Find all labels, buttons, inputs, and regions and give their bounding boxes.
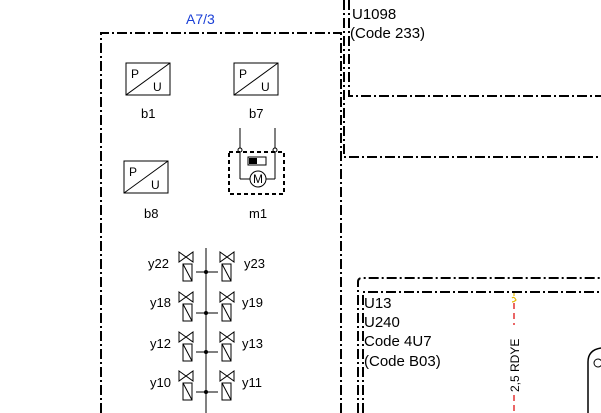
sensor-b7-p: P	[239, 67, 247, 81]
valve-y18-label: y18	[150, 295, 171, 310]
valve-y19-label: y19	[242, 295, 263, 310]
valve-y13: y13	[219, 331, 263, 362]
u1098-boundary-inner	[348, 0, 601, 97]
sensor-b8: P U b8	[123, 160, 169, 221]
sensor-b1-u: U	[153, 80, 162, 94]
valve-y12-label: y12	[150, 336, 171, 351]
sensor-b8-u: U	[151, 178, 160, 192]
u240-label: U240	[364, 314, 400, 331]
sensor-b8-p: P	[129, 165, 137, 179]
valve-y10: y10	[150, 370, 194, 401]
sensor-b7-label: b7	[249, 106, 263, 121]
valve-y13-label: y13	[242, 336, 263, 351]
module-title: A7/3	[186, 11, 215, 27]
code-4u7-label: Code 4U7	[364, 333, 432, 350]
valve-y22: y22	[148, 251, 194, 282]
valve-y19: y19	[219, 291, 263, 322]
u13-boundary-outer	[357, 277, 601, 413]
valve-y11-label: y11	[242, 375, 262, 390]
sensor-b7-u: U	[261, 80, 270, 94]
valve-y22-label: y22	[148, 256, 169, 271]
valve-y23-label: y23	[244, 256, 265, 271]
valve-y18: y18	[150, 291, 194, 322]
valve-y12: y12	[150, 331, 194, 362]
sensor-b1-label: b1	[141, 106, 155, 121]
connector-edge	[587, 347, 601, 413]
sensor-b8-label: b8	[144, 206, 158, 221]
sensor-b7: P U b7	[233, 62, 279, 121]
u1098-code-label: (Code 233)	[350, 25, 425, 42]
u13-label: U13	[364, 295, 392, 312]
valve-bank	[196, 248, 218, 413]
u13-boundary-inner	[362, 291, 601, 413]
valve-y23: y23	[219, 251, 265, 282]
motor-m1-label: m1	[249, 206, 267, 221]
u1098-label: U1098	[352, 6, 396, 23]
sensor-b1-p: P	[131, 67, 139, 81]
valve-y10-label: y10	[150, 375, 171, 390]
connector-pin	[593, 358, 601, 368]
module-a7-3-boundary	[100, 32, 342, 413]
wire-2-5-rdye: 2,5 RDYE	[508, 293, 522, 413]
valve-y11: y11	[219, 370, 262, 401]
wire-label: 2,5 RDYE	[508, 339, 522, 392]
motor-m1-symbol: M	[253, 172, 263, 186]
sensor-b1: P U b1	[125, 62, 171, 121]
code-b03-label: (Code B03)	[364, 353, 441, 370]
motor-m1: M m1	[228, 128, 285, 221]
u1098-boundary-outer	[343, 0, 601, 158]
